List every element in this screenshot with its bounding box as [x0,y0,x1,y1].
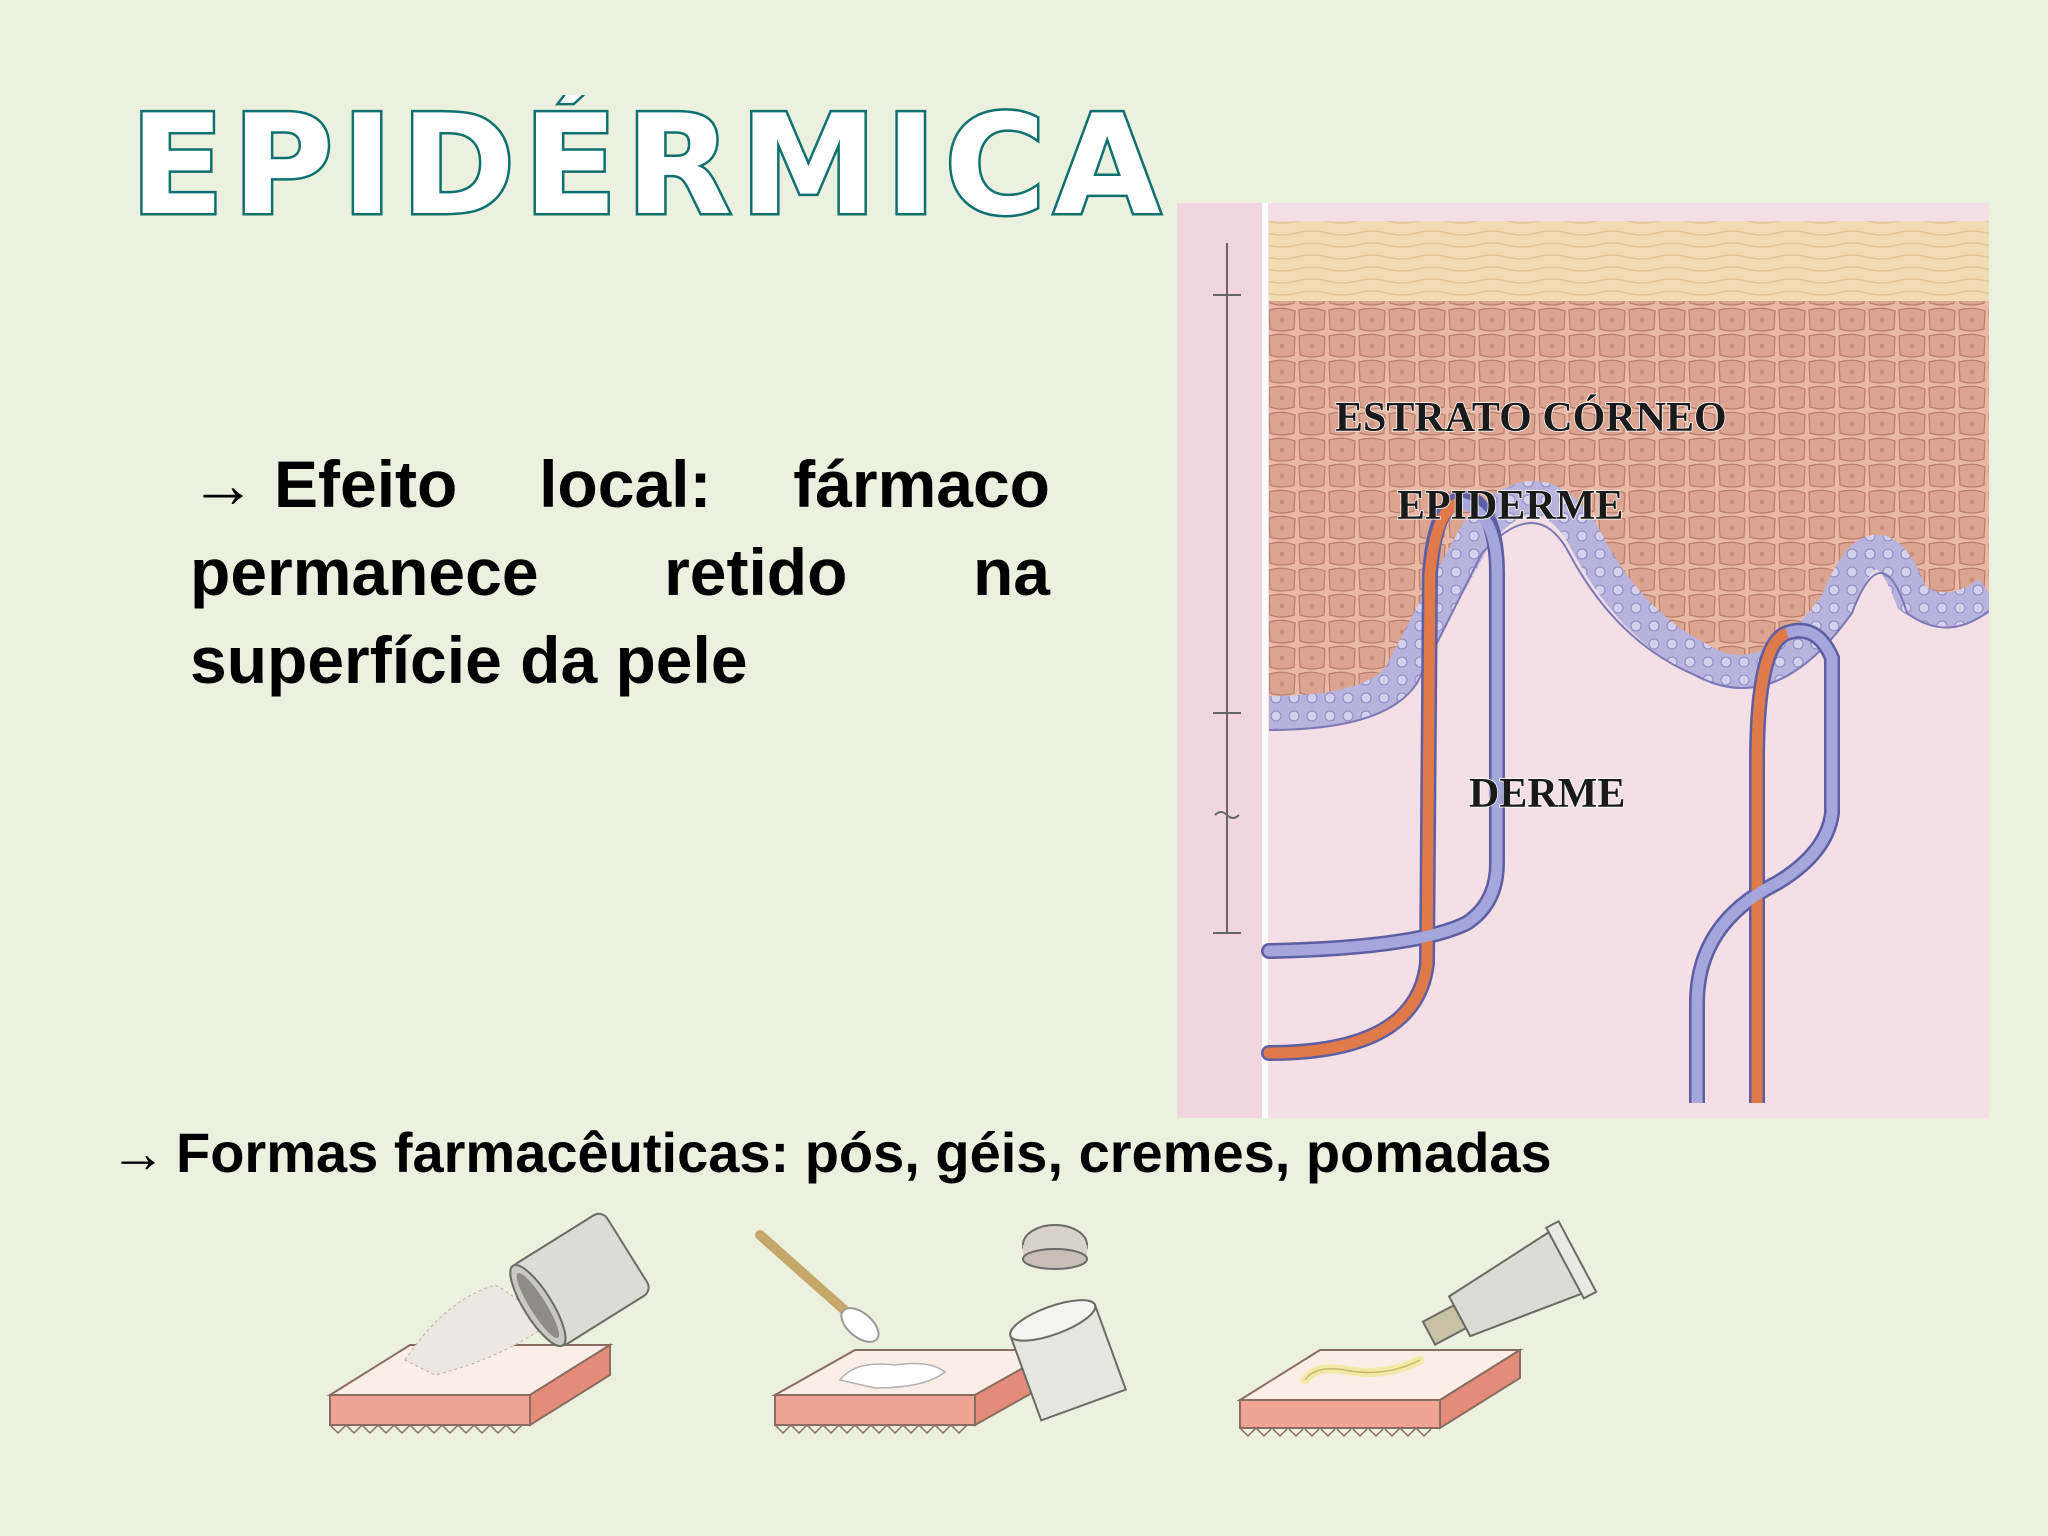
artery-left [1263,497,1468,1059]
stratum-corneum-layer [1269,221,1989,303]
skin-cross-section-diagram: ESTRATO CÓRNEO EPIDERME DERME [1177,203,1989,1118]
vein-right [1691,625,1838,1103]
bullet-pharmaceutical-forms: →Formas farmacêuticas: pós, géis, cremes… [110,1118,1552,1188]
label-dermis: DERME [1469,771,1625,817]
vein-left [1263,497,1503,957]
slide-title-text: EPIDÉRMICA [130,95,1169,245]
epidermis-layer [1269,301,1989,713]
bullet-pharmaceutical-forms-text: Formas farmacêuticas: pós, géis, cremes,… [176,1121,1552,1184]
ointment-tube-icon [1236,1219,1598,1438]
label-stratum-corneum: ESTRATO CÓRNEO [1335,394,1727,441]
arrow-right-icon: → [110,1121,166,1184]
bullet-local-effect: →Efeito local: fármaco permanece retido … [190,440,1050,704]
artery-right [1751,627,1790,1103]
powder-shaker-icon [326,1212,650,1435]
basal-layer [1268,481,1989,730]
label-epidermis: EPIDERME [1397,483,1623,529]
cream-jar-spatula-icon [755,1224,1128,1435]
slide-title: EPIDÉRMICA [130,95,1169,245]
bullet-local-effect-text: Efeito local: fármaco permanece retido n… [190,447,1050,697]
arrow-right-icon: → [190,447,256,521]
